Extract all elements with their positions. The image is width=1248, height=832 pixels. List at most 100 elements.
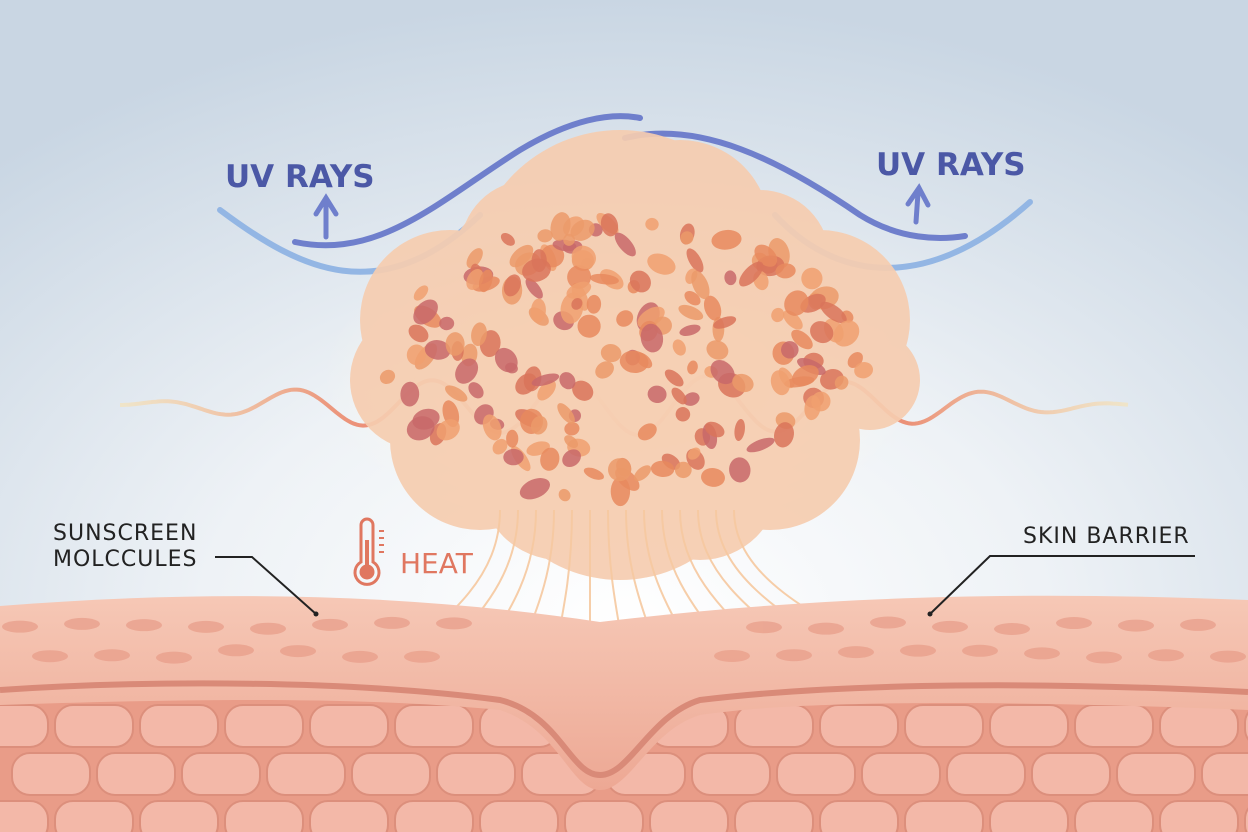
skin-pore: [1024, 647, 1060, 660]
arrow-up-icon: [313, 193, 339, 240]
skin-cell: [54, 704, 134, 748]
skin-cell: [734, 704, 814, 748]
skin-cell: [861, 752, 941, 796]
sunscreen-molecule: [455, 358, 479, 384]
sunscreen-molecule: [746, 437, 775, 453]
sunscreen-molecule: [562, 449, 581, 468]
skin-cell: [436, 752, 516, 796]
sunscreen-molecule: [408, 324, 429, 343]
skin-cell: [1201, 752, 1248, 796]
skin-pore: [280, 645, 316, 658]
sunscreen-molecule: [732, 373, 754, 393]
sunscreen-molecule: [406, 344, 427, 366]
skin-cell: [394, 704, 474, 748]
sunscreen-molecule: [482, 414, 502, 441]
skin-pore: [218, 644, 254, 657]
skin-barrier-label: SKIN BARRIER: [1023, 524, 1190, 549]
sunscreen-molecule: [701, 467, 725, 487]
skin-cell: [0, 704, 49, 748]
sunscreen-molecule: [854, 362, 874, 379]
skin-cell: [11, 752, 91, 796]
skin-pore: [1118, 619, 1154, 632]
sunscreen-molecule: [466, 248, 483, 269]
sunscreen-molecule: [679, 324, 701, 336]
sunscreen-molecule: [564, 435, 579, 449]
sunscreen-molecule: [671, 387, 687, 405]
sunscreen-molecule: [616, 310, 634, 327]
sunscreen-molecule: [439, 316, 455, 331]
sunscreen-molecule: [471, 322, 487, 347]
skin-pore: [870, 616, 906, 629]
skin-cell: [394, 800, 474, 832]
sunscreen-molecule: [614, 232, 636, 257]
skin-cell: [1074, 800, 1154, 832]
sunscreen-molecule: [515, 373, 537, 395]
uv-rays-label-left: UV RAYS: [225, 159, 375, 195]
skin-barrier-layer: [0, 595, 1248, 790]
sunscreen-molecule: [687, 447, 701, 460]
skin-pore: [312, 618, 348, 631]
sunscreen-molecule: [710, 360, 735, 385]
sunscreen-molecule: [834, 375, 849, 390]
sunscreen-molecule: [754, 244, 778, 267]
skin-pore: [374, 616, 410, 629]
sunscreen-molecule: [640, 323, 664, 353]
skin-pore: [342, 650, 378, 663]
sunscreen-molecule: [400, 381, 420, 407]
sunscreen-molecule: [413, 299, 438, 325]
skin-cell: [1159, 800, 1239, 832]
skin-pore: [932, 620, 968, 633]
sunscreen-molecule: [833, 320, 860, 347]
sunscreen-molecule: [672, 339, 686, 356]
sunscreen-molecule: [557, 403, 575, 424]
sunscreen-molecule: [637, 423, 657, 441]
skin-cell: [904, 704, 984, 748]
skin-cell: [776, 752, 856, 796]
skin-cell: [139, 704, 219, 748]
skin-cell: [1159, 704, 1239, 748]
heat-label: HEAT: [400, 547, 474, 580]
sunscreen-molecule: [445, 385, 468, 402]
sunscreen-molecule: [781, 341, 799, 359]
sunscreen-molecule: [519, 478, 550, 500]
sunscreen-molecule: [674, 461, 692, 479]
skin-cell: [649, 800, 729, 832]
sunscreen-molecule: [586, 294, 602, 314]
skin-cell: [351, 752, 431, 796]
skin-pore: [156, 651, 192, 664]
skin-cell: [266, 752, 346, 796]
skin-pore: [436, 617, 472, 630]
skin-barrier-leader-line: [929, 555, 1195, 615]
sunscreen-molecule: [522, 258, 551, 282]
sunscreen-molecule: [675, 407, 691, 422]
sunscreen-molecule: [810, 321, 834, 344]
skin-pore: [2, 620, 38, 633]
skin-cell: [819, 704, 899, 748]
uv-wave-right: [622, 130, 968, 241]
sunscreen-molecule: [729, 457, 751, 483]
skin-cell: [989, 800, 1069, 832]
skin-cell: [0, 800, 49, 832]
skin-pore: [900, 644, 936, 657]
uv-wave-left: [292, 113, 643, 249]
sunscreen-molecule: [572, 380, 594, 401]
skin-pore: [1180, 618, 1216, 631]
sunscreen-label-line2: MOLCCULES: [53, 547, 198, 572]
sunscreen-molecule: [706, 340, 729, 360]
skin-pore: [64, 617, 100, 630]
skin-pore: [838, 646, 874, 659]
sunscreen-molecule: [571, 245, 596, 269]
sunscreen-label-line1: SUNSCREEN: [53, 521, 197, 546]
skin-cell: [904, 800, 984, 832]
skin-pore: [94, 649, 130, 662]
skin-cell: [54, 800, 134, 832]
uv-rays-label-right: UV RAYS: [876, 147, 1026, 183]
skin-cell: [691, 752, 771, 796]
sunscreen-molecule: [413, 285, 429, 301]
sunscreen-molecule: [629, 270, 651, 293]
sunscreen-molecule: [687, 360, 698, 375]
skin-cell: [989, 704, 1069, 748]
sunscreen-molecule: [550, 212, 571, 241]
sunscreen-molecule: [713, 316, 737, 329]
sunscreen-molecule: [530, 298, 546, 323]
